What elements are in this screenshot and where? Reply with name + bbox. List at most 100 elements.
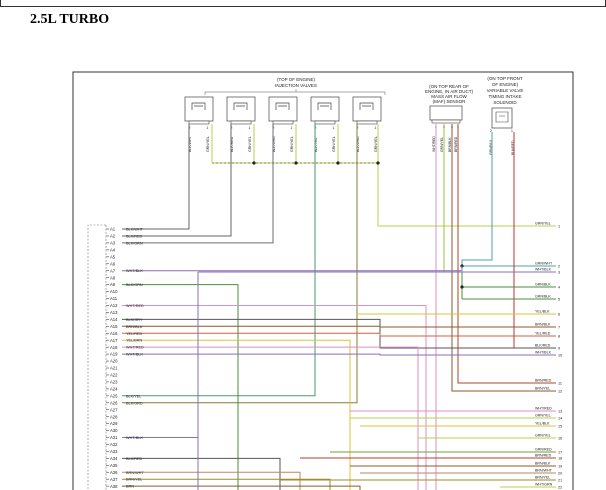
a36-wire <box>122 471 301 490</box>
injector-2-body <box>226 96 256 122</box>
right-pin-number-13: 13 <box>558 409 562 413</box>
right-wire-label-15: YEL/BLK <box>535 422 550 426</box>
right-pin-number-12: 12 <box>558 389 562 393</box>
injector-1-wire-b: GRN/YEL <box>206 136 210 152</box>
pin-label-A19: A19 <box>110 352 118 357</box>
injectors-label-2: INJECTION VALVES <box>275 83 317 88</box>
a38-wire <box>122 485 361 490</box>
injector-2-wire-a: BLK/RED <box>230 136 234 152</box>
maf-label-3: MASS AIR FLOW <box>431 94 467 99</box>
pin-label-A30: A30 <box>110 428 118 433</box>
pin-label-A34: A34 <box>110 456 118 461</box>
left-wire-label-A1: BLK/WHT <box>126 228 144 232</box>
pin-label-A13: A13 <box>110 310 118 315</box>
injector-3-pin-1: 1 <box>291 126 293 130</box>
injector-4-plug <box>314 120 336 125</box>
pin-label-A31: A31 <box>110 435 118 440</box>
maf-label-2: ENGINE, IN AIR DUCT) <box>425 89 474 94</box>
right-wire-label-16: GRN/YEL <box>535 434 551 438</box>
injectors-bracket <box>204 89 386 95</box>
maf-wire-label-2: GRN/YEL <box>440 137 444 152</box>
injector-5-supply-drop <box>377 124 556 227</box>
pin-label-A2: A2 <box>110 234 116 239</box>
injector-2-pin-1: 1 <box>249 126 251 130</box>
right-wire-label-12: BRN/YEL <box>535 387 550 391</box>
right-pin-number-2: 2 <box>558 264 560 268</box>
right-wire-label-17: GRN/RED <box>535 448 552 452</box>
pin-label-A6: A6 <box>110 261 116 266</box>
right-pin-number-18: 18 <box>558 456 562 460</box>
pin-label-A4: A4 <box>110 247 116 252</box>
injector-5-icon <box>359 102 374 110</box>
injector-5-wire-a: BLK/GRD <box>356 136 360 152</box>
injector-3-plug <box>272 120 294 125</box>
maf-pin1-wire <box>457 124 556 384</box>
pin-label-A1: A1 <box>110 227 116 232</box>
left-wire-label-A16: YEL/RED <box>126 332 143 336</box>
pin-label-A3: A3 <box>110 241 116 246</box>
bus-splice-3 <box>336 161 340 165</box>
left-wire-label-A17: YEL/BRN <box>126 339 143 343</box>
a37-wire <box>122 478 331 490</box>
right-wire-label-3: WHT/BLK <box>535 268 552 272</box>
page-title: 2.5L TURBO <box>30 12 110 27</box>
a31-wire <box>122 437 199 490</box>
injector-4-pin-1: 1 <box>333 126 335 130</box>
pin-label-A8: A8 <box>110 275 116 280</box>
vvt-solenoid-body <box>491 107 513 129</box>
maf-wire-label-3: BRN/BLK <box>448 137 452 152</box>
left-wire-label-A3: BLK/GRN <box>126 241 143 245</box>
maf-wire-label-4: BRN/RED <box>454 136 458 152</box>
injector-3-wire-a: BLK/GRN <box>272 136 276 152</box>
right-pin-number-4: 4 <box>558 285 560 289</box>
maf-pin2-wire <box>451 124 556 392</box>
pin-label-A37: A37 <box>110 477 118 482</box>
injector-5-wire-b: GRN/YEL <box>374 136 378 152</box>
vvt-label-5: SOLENOID <box>493 100 517 105</box>
right-pin-number-15: 15 <box>558 424 562 428</box>
pin-label-A12: A12 <box>110 303 118 308</box>
vvt-pin-1: 1 <box>511 129 513 133</box>
right-pin-number-20: 20 <box>558 471 562 475</box>
injector-1-plug <box>188 120 210 125</box>
right-pin-number-14: 14 <box>558 416 562 420</box>
vvt-blk-red-wire <box>513 132 556 349</box>
injector-3-icon <box>275 102 290 110</box>
grn-blk-splice <box>460 285 464 289</box>
right-wire-label-20: BRN/WHT <box>535 469 553 473</box>
right-wire-label-19: BRN/BLK <box>535 462 551 466</box>
a9-wire <box>122 284 239 490</box>
pin-label-A11: A11 <box>110 296 118 301</box>
pin-label-A20: A20 <box>110 359 118 364</box>
left-wire-label-A34: BLK/RED <box>126 457 143 461</box>
left-wire-label-A37: BRN/YEL <box>126 478 142 482</box>
left-wire-label-A14: BLK/GRY <box>126 318 143 322</box>
injector-2-icon <box>233 102 248 110</box>
injector-4-body <box>310 96 340 122</box>
a15-wire <box>122 325 556 328</box>
pin-label-A27: A27 <box>110 407 118 412</box>
pin-label-A22: A22 <box>110 373 118 378</box>
pin-label-A14: A14 <box>110 317 118 322</box>
right-wire-label-5: GRN/BLK <box>535 295 551 299</box>
maf-label-1: (ON TOP REAR OF <box>429 84 469 89</box>
pin-label-A9: A9 <box>110 282 116 287</box>
right-wire-label-11: BRN/RED <box>535 379 552 383</box>
right-pin-number-3: 3 <box>558 270 560 274</box>
left-wire-label-A25: BLK/YEL <box>126 394 141 398</box>
right-wire-label-8: YEL/RED <box>535 332 551 336</box>
left-wire-label-A26: BLK/GRD <box>126 401 143 405</box>
pin-label-A21: A21 <box>110 366 118 371</box>
bus-splice-2 <box>294 161 298 165</box>
pin-label-A18: A18 <box>110 345 118 350</box>
pin-label-A25: A25 <box>110 393 118 398</box>
right-pin-number-19: 19 <box>558 464 562 468</box>
left-wire-label-A31: WHT/BLK <box>126 436 143 440</box>
injector-4-icon <box>317 102 332 110</box>
right-wire-label-21: BRN/YEL <box>535 476 550 480</box>
injector-5-plug <box>356 120 378 125</box>
right-wire-label-22: WHT/GRN <box>535 483 553 487</box>
a12-wire <box>122 304 427 490</box>
right-wire-label-4: GRN/BLK <box>535 283 551 287</box>
